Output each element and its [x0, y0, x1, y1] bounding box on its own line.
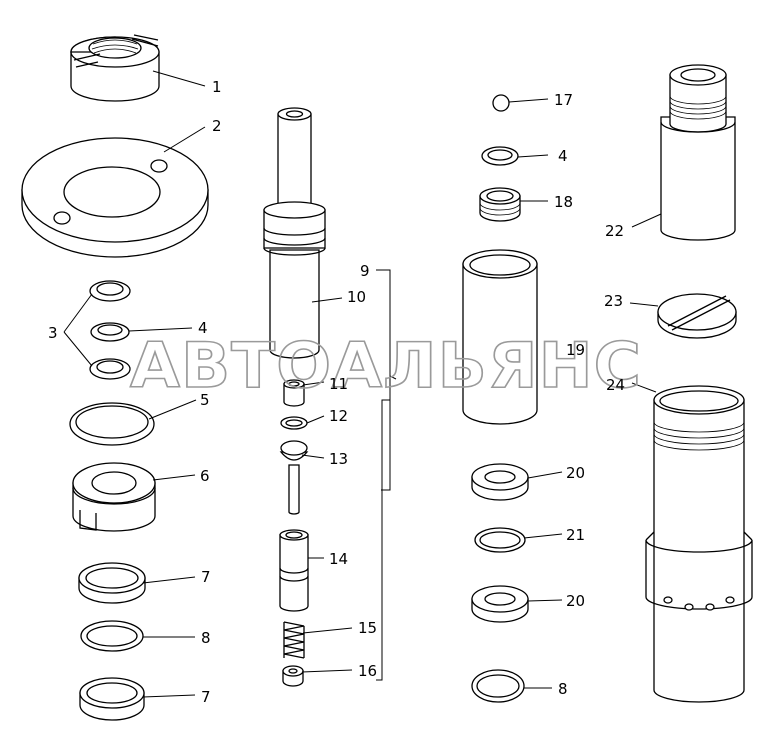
part-19-sleeve [462, 249, 538, 425]
part-11-seat [283, 379, 305, 407]
label-14: 14 [329, 550, 348, 568]
part-22-body [660, 64, 736, 241]
label-4b: 4 [558, 147, 568, 165]
label-23: 23 [604, 292, 623, 310]
part-1-slotted-nut [70, 34, 160, 102]
part-8-ring-right [471, 669, 525, 703]
label-11: 11 [329, 375, 348, 393]
part-16-small-nut [282, 665, 304, 687]
label-19: 19 [566, 341, 585, 359]
part-15-spring [283, 621, 305, 659]
part-23-cap [657, 293, 737, 339]
label-1: 1 [212, 78, 222, 96]
part-7-ring-upper [78, 562, 146, 604]
part-21-ring [474, 527, 526, 553]
part-20-washer-upper [471, 463, 529, 501]
label-13: 13 [329, 450, 348, 468]
label-10: 10 [347, 288, 366, 306]
part-6-bushing [72, 462, 156, 532]
leader-lines [63, 70, 662, 698]
part-7-ring-lower [79, 677, 145, 721]
label-2: 2 [212, 117, 222, 135]
part-12-washer [280, 416, 308, 430]
label-21: 21 [566, 526, 585, 544]
label-7a: 7 [201, 568, 211, 586]
label-12: 12 [329, 407, 348, 425]
part-4-ring-right [481, 146, 519, 166]
part-13-valve [279, 440, 309, 515]
label-20b: 20 [566, 592, 585, 610]
label-24: 24 [606, 376, 625, 394]
label-20a: 20 [566, 464, 585, 482]
part-8-ring-left [80, 620, 144, 652]
label-16: 16 [358, 662, 377, 680]
part-2-flange-plate [21, 137, 209, 258]
label-8a: 8 [201, 629, 211, 647]
label-4a: 4 [198, 319, 208, 337]
watermark: АВТОАЛЬЯНС [130, 329, 642, 402]
label-9: 9 [360, 262, 370, 280]
part-17-ball [492, 94, 510, 112]
callout-labels: 1 2 3 4 5 6 7 8 7 9 10 11 12 13 14 15 16… [48, 78, 625, 706]
part-3-rings [89, 280, 131, 380]
part-20-washer-lower [471, 585, 529, 623]
part-10-barrel [263, 107, 326, 359]
label-8b: 8 [558, 680, 568, 698]
label-22: 22 [605, 222, 624, 240]
part-24-housing [645, 385, 753, 703]
label-5: 5 [200, 391, 210, 409]
label-6: 6 [200, 467, 210, 485]
label-18: 18 [554, 193, 573, 211]
label-3: 3 [48, 324, 58, 342]
part-18-spring-cup [479, 187, 521, 222]
part-5-large-ring [69, 402, 155, 446]
label-17: 17 [554, 91, 573, 109]
label-15: 15 [358, 619, 377, 637]
label-7b: 7 [201, 688, 211, 706]
part-14-plunger [279, 529, 309, 612]
